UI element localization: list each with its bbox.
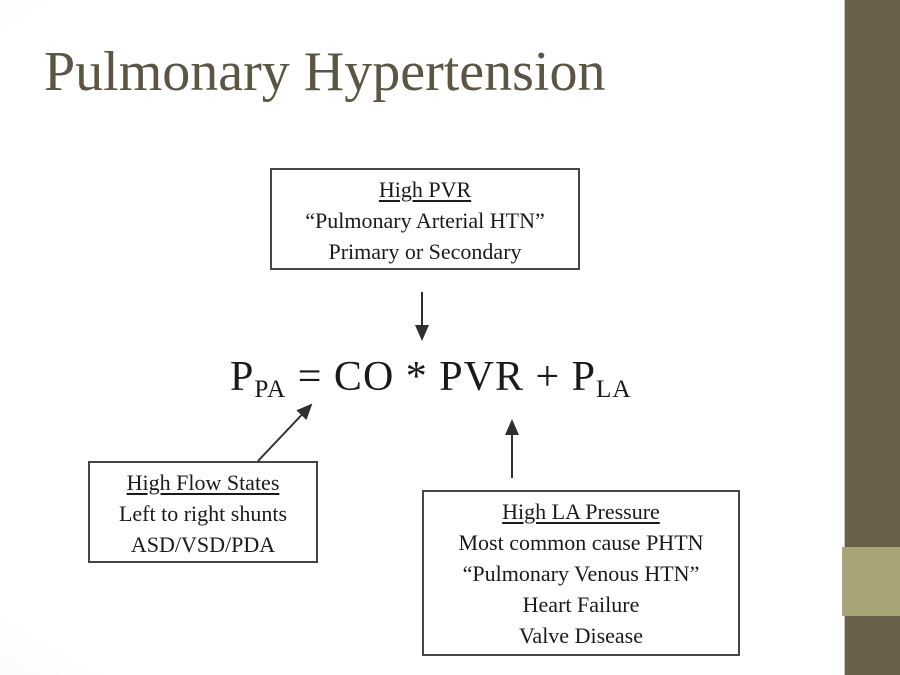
side-band-accent-square xyxy=(842,547,900,616)
formula-p-pa: P xyxy=(230,354,255,400)
box-line: Valve Disease xyxy=(518,623,643,648)
high-la-pressure-box: High LA Pressure Most common cause PHTN … xyxy=(422,490,740,656)
formula-body: = CO * PVR + P xyxy=(286,354,597,400)
high-flow-states-box-title: High Flow States xyxy=(126,470,280,495)
formula-sub-la: LA xyxy=(596,376,632,404)
box-line: ASD/VSD/PDA xyxy=(130,532,276,557)
high-pvr-box: High PVR “Pulmonary Arterial HTN” Primar… xyxy=(270,168,580,270)
box-line: Primary or Secondary xyxy=(328,239,522,264)
formula: PPA = CO * PVR + PLA xyxy=(230,353,632,404)
box-line: “Pulmonary Arterial HTN” xyxy=(305,208,545,233)
box-line: “Pulmonary Venous HTN” xyxy=(462,561,700,586)
side-band xyxy=(842,0,900,675)
high-pvr-box-title: High PVR xyxy=(378,177,472,202)
formula-sub-pa: PA xyxy=(254,376,287,404)
box-line: Most common cause PHTN xyxy=(458,530,704,555)
slide-title: Pulmonary Hypertension xyxy=(44,41,606,103)
box-line: Heart Failure xyxy=(522,592,640,617)
box-line: Left to right shunts xyxy=(118,501,288,526)
high-la-pressure-box-title: High LA Pressure xyxy=(502,499,660,524)
arrow-up-right-icon xyxy=(257,403,313,462)
high-flow-states-box: High Flow States Left to right shunts AS… xyxy=(88,461,318,563)
